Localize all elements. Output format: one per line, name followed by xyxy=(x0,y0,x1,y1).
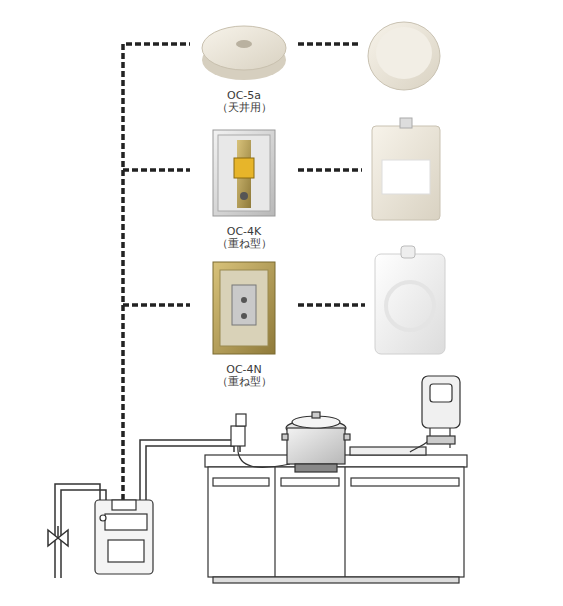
wall-alarm-k xyxy=(372,118,440,220)
gas-cock xyxy=(231,414,290,467)
kitchen-counter xyxy=(205,447,467,583)
model-type: （重ね型） xyxy=(215,238,274,250)
ceiling-adapter xyxy=(202,26,286,80)
model-type: （重ね型） xyxy=(215,376,274,388)
model-name: OC-5a xyxy=(225,90,263,102)
rice-cooker xyxy=(282,412,350,472)
adapter-node: OC-4K（重ね型） xyxy=(190,126,298,250)
adapter-node: OC-4N（重ね型） xyxy=(190,258,298,388)
stack-adapter-k xyxy=(213,130,275,216)
model-name: OC-4K xyxy=(225,226,264,238)
water-heater xyxy=(410,376,460,452)
wall-alarm-n xyxy=(375,246,445,354)
gas-meter xyxy=(95,500,153,574)
ceiling-alarm xyxy=(368,22,440,90)
model-type: （天井用） xyxy=(215,102,274,114)
signal-lines xyxy=(123,44,365,500)
adapter-node: OC-5a（天井用） xyxy=(190,16,298,114)
model-name: OC-4N xyxy=(224,364,264,376)
stack-adapter-n xyxy=(213,262,275,354)
valve xyxy=(48,526,68,546)
